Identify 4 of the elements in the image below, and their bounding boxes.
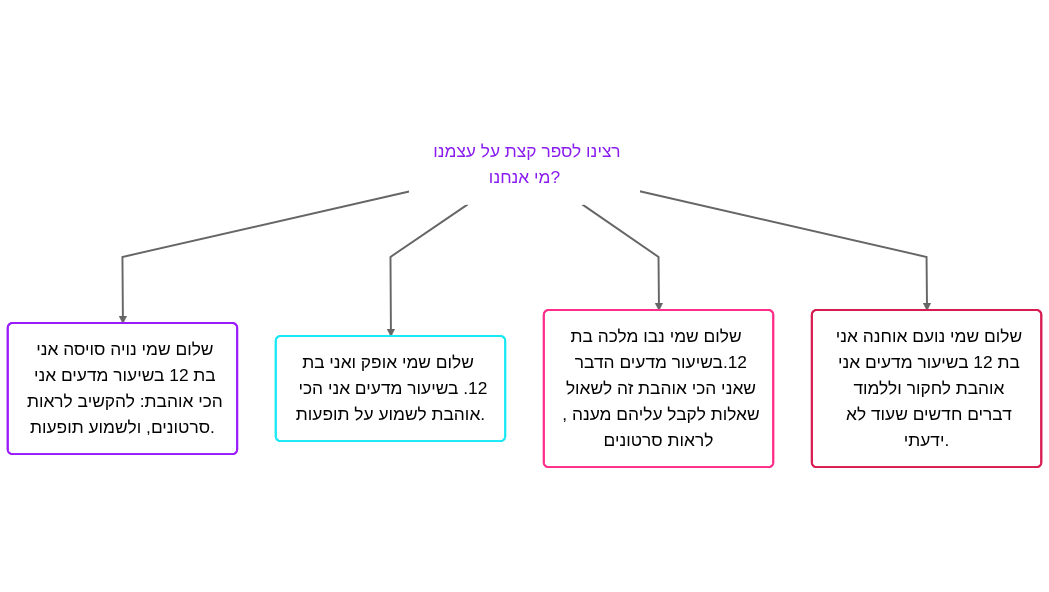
arrow xyxy=(638,190,932,311)
node-text: רצינו לספר קצת על עצמנו מי אנחנו? xyxy=(433,141,621,187)
arrow xyxy=(386,203,469,337)
arrow xyxy=(581,203,664,311)
